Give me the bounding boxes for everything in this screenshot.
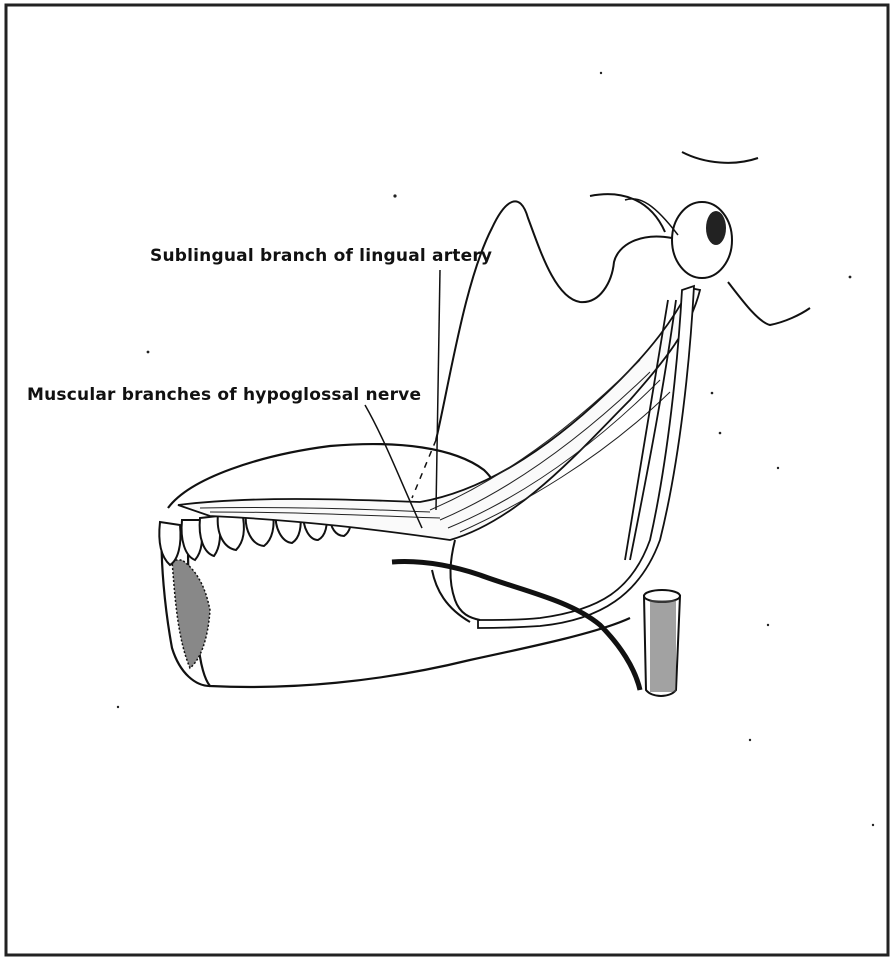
ear-canal-inner [706,211,726,245]
styloid-process [625,199,678,235]
print-specks [117,72,874,826]
lingual-artery [450,540,480,620]
carotid-shading [650,600,676,692]
mastoid-outline [728,282,810,325]
leader-line-artery [436,270,440,510]
label-muscular-branches-of-hypoglossal-nerve: Muscular branches of hypoglossal nerve [27,385,421,405]
pharynx-outline [436,201,672,440]
figure-frame [6,5,888,955]
chin-trabecular [172,560,210,668]
mandible-outline [188,530,630,687]
temporal-outline [682,152,758,163]
label-sublingual-branch-of-lingual-artery: Sublingual branch of lingual artery [150,246,492,266]
